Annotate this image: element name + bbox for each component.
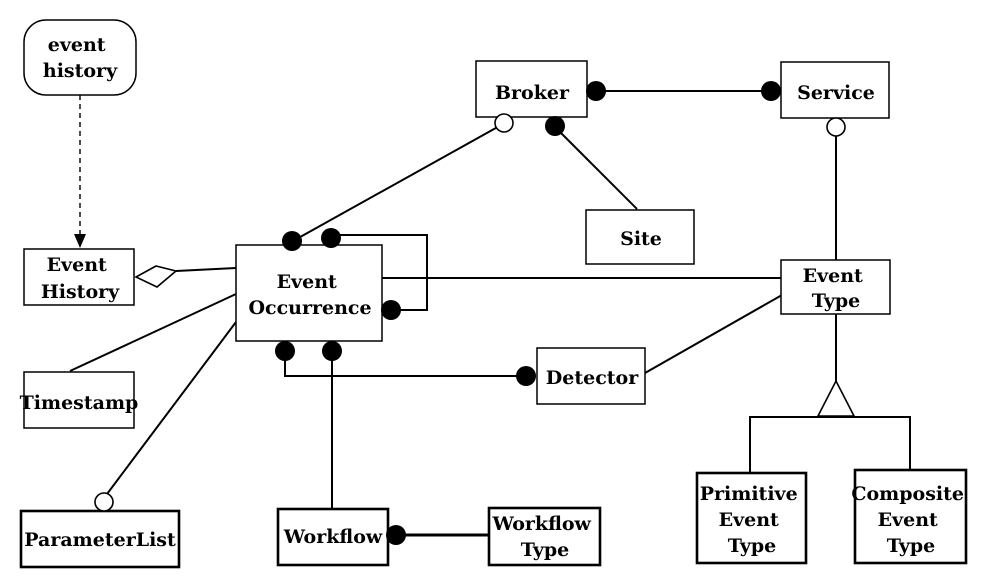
timestamp-label: Timestamp (20, 392, 139, 414)
workflow-label: Workflow (283, 526, 383, 548)
primitive-event-type-label: Primitive Event Type (700, 483, 805, 557)
class-site (585, 209, 695, 265)
many-dot (586, 81, 606, 101)
note-event-history-label: event history (43, 34, 118, 82)
edge-broker-occurrence (292, 123, 504, 242)
aggregation-diamond (134, 265, 178, 288)
many-dot (322, 341, 342, 361)
note-event-history (23, 19, 137, 96)
many-dot (321, 228, 341, 248)
many-dot (516, 366, 536, 386)
composite-event-type-label: Composite Event Type (851, 483, 970, 557)
class-service (780, 61, 890, 119)
edge-detector-eventtype (644, 294, 783, 374)
edge-broker-site (555, 127, 638, 210)
many-dot (282, 231, 302, 251)
event-type-label: Event Type (803, 265, 870, 312)
generalization-triangle (816, 379, 856, 417)
dependency-arrowhead (74, 234, 86, 248)
class-timestamp (23, 371, 135, 429)
class-event-type (780, 259, 891, 315)
class-workflow (276, 507, 390, 567)
workflow-type-label: Workflow Type (491, 513, 597, 561)
edge-occurrence-detector (284, 352, 526, 377)
event-history-label: Event History (41, 254, 120, 303)
many-dot (545, 116, 565, 136)
many-dot (381, 300, 401, 320)
edge-occurrence-self (331, 234, 428, 311)
generalization-branch (749, 416, 911, 473)
service-label: Service (797, 82, 875, 104)
class-composite-event-type (853, 468, 968, 565)
class-workflow-type (487, 506, 602, 567)
optional-ring (94, 492, 114, 512)
class-primitive-event-type (695, 471, 808, 565)
edge-occurrence-timestamp (69, 293, 237, 372)
class-parameter-list (19, 509, 181, 569)
detector-label: Detector (546, 367, 639, 389)
broker-label: Broker (495, 82, 570, 104)
optional-ring (494, 113, 514, 133)
many-dot (386, 525, 406, 545)
many-dot (275, 341, 295, 361)
site-label: Site (620, 228, 662, 250)
edge-history-occurrence (175, 267, 237, 272)
many-dot (761, 81, 781, 101)
optional-ring (826, 117, 846, 137)
parameter-list-label: ParameterList (24, 529, 176, 551)
class-event-occurrence (235, 244, 383, 342)
class-detector (536, 347, 646, 405)
class-event-history (23, 248, 135, 306)
edge-occurrence-parameterlist (103, 321, 237, 499)
event-occurrence-label: Event Occurrence (248, 271, 371, 319)
